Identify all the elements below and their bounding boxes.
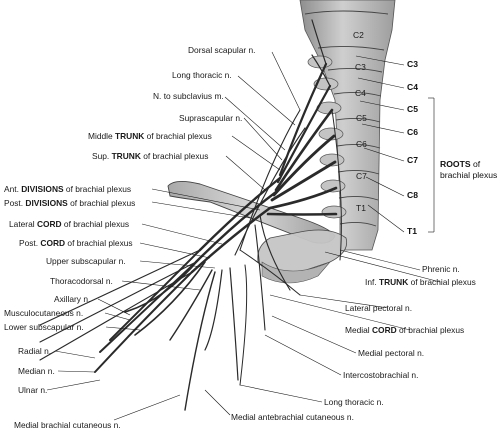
root-label: T1: [407, 226, 418, 236]
label-lateral-cord: Lateral CORD of brachial plexus: [9, 219, 130, 229]
vertebral-column: [299, 0, 396, 251]
root-label: C5: [407, 104, 418, 114]
label-medial-brachial-cutaneous: Medial brachial cutaneous n.: [14, 420, 121, 430]
leader-lines: [46, 51, 441, 421]
label-radial: Radial n.: [18, 346, 52, 356]
label-upper-subscapular: Upper subscapular n.: [46, 256, 126, 266]
label-nerve-to-subclavius: N. to subclavius m.: [153, 91, 224, 101]
root-label: C4: [407, 82, 418, 92]
vertebra-label: T1: [356, 203, 366, 213]
label-middle-trunk: Middle TRUNK of brachial plexus: [88, 131, 212, 141]
label-suprascapular: Suprascapular n.: [179, 113, 243, 123]
label-ulnar: Ulnar n.: [18, 385, 48, 395]
label-medial-pectoral: Medial pectoral n.: [358, 348, 425, 358]
label-inferior-trunk: Inf. TRUNK of brachial plexus: [365, 277, 476, 287]
root-label: C7: [407, 155, 418, 165]
label-axillary: Axillary n.: [54, 294, 91, 304]
roots-title-rest: of: [470, 159, 481, 169]
label-long-thoracic-top: Long thoracic n.: [172, 70, 232, 80]
vertebra-label: C5: [356, 113, 367, 123]
label-musculocutaneous: Musculocutaneous n.: [4, 308, 84, 318]
label-posterior-divisions: Post. DIVISIONS of brachial plexus: [4, 198, 136, 208]
roots-title-bold: ROOTS: [440, 159, 471, 169]
vertebra-label: C2: [353, 30, 364, 40]
vertebra-label: C4: [355, 88, 366, 98]
label-phrenic: Phrenic n.: [422, 264, 460, 274]
label-long-thoracic-bottom: Long thoracic n.: [324, 397, 384, 407]
vertebra-label: C3: [355, 62, 366, 72]
label-intercostobrachial: Intercostobrachial n.: [343, 370, 419, 380]
label-medial-antebrachial-cutaneous: Medial antebrachial cutaneous n.: [231, 412, 354, 422]
label-lower-subscapular: Lower subscapular n.: [4, 322, 84, 332]
label-posterior-cord: Post. CORD of brachial plexus: [19, 238, 133, 248]
first-rib: [257, 229, 348, 284]
label-lateral-pectoral: Lateral pectoral n.: [345, 303, 413, 313]
vertebra-label: C7: [356, 171, 367, 181]
vertebra-label: C6: [356, 139, 367, 149]
label-superior-trunk: Sup. TRUNK of brachial plexus: [92, 151, 209, 161]
root-label: C3: [407, 59, 418, 69]
label-thoracodorsal: Thoracodorsal n.: [50, 276, 113, 286]
root-label: C8: [407, 190, 418, 200]
root-label: C6: [407, 127, 418, 137]
label-anterior-divisions: Ant. DIVISIONS of brachial plexus: [4, 184, 132, 194]
label-median: Median n.: [18, 366, 55, 376]
plexus-nerves: [39, 19, 342, 411]
roots-title: ROOTS of brachial plexus: [440, 159, 497, 181]
roots-title-line2: brachial plexus: [440, 170, 498, 180]
label-dorsal-scapular: Dorsal scapular n.: [188, 45, 256, 55]
label-medial-cord: Medial CORD of brachial plexus: [345, 325, 465, 335]
